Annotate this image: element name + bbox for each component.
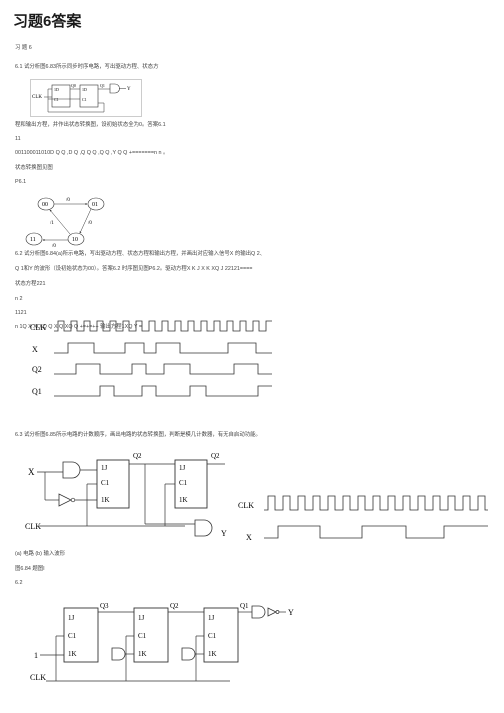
circuit-figure-6-84a: X CLK 1J C1 1K Q2 1J C1 1K Q2 Y — [25, 452, 227, 538]
clk-label: CLK — [238, 501, 254, 510]
q2-label: Q2 — [32, 365, 42, 374]
svg-text:C1: C1 — [179, 479, 188, 487]
figure-caption: (a) 电路 (b) 输入波形 — [15, 551, 66, 557]
page-title: 习题6答案 — [13, 13, 82, 30]
y-output-label: Y — [288, 608, 294, 617]
jk-flipflop-3 — [203, 607, 239, 663]
q2-output-label: Q2 — [211, 452, 220, 460]
question-6-1-cont: 程和输出方程，并作出状态转换图，设初始状态全为0。答案6.1 — [15, 122, 166, 128]
svg-text:C1: C1 — [82, 97, 87, 102]
clk-label: CLK — [32, 95, 42, 100]
q2-wave — [54, 363, 272, 375]
answer-number: 6.2 — [15, 580, 23, 586]
flipflop-2 — [79, 84, 99, 108]
clk-wave — [54, 320, 272, 332]
svg-text:11: 11 — [30, 237, 36, 243]
svg-text:1J: 1J — [208, 614, 215, 622]
question-6-1: 6.1 试分析图6.83所示同步时序电路，写出驱动方程、状态方 — [15, 64, 159, 70]
svg-text:1J: 1J — [179, 464, 186, 472]
y-output-label: Y — [221, 529, 227, 538]
svg-text:1K: 1K — [179, 496, 188, 504]
figure-ref-p6-1: P6.1 — [15, 179, 27, 185]
svg-text:10: 10 — [72, 237, 78, 243]
svg-text:1D: 1D — [82, 87, 87, 92]
answer-line: 11 — [15, 136, 21, 142]
equation-fragment: n 1Q X XQ Q Q X Q XQ Q +=+=++ 输出方程1XQ Y … — [15, 324, 142, 330]
svg-text:1D: 1D — [54, 87, 59, 92]
state-diagram-note: 状态转换图见图 — [15, 165, 53, 171]
and-gate-output — [194, 519, 213, 537]
state-11 — [25, 232, 43, 246]
jk-flipflop-1 — [63, 607, 99, 663]
q2-label: Q2 — [133, 452, 142, 460]
svg-text:1K: 1K — [101, 496, 110, 504]
section-heading: 习 题 6 — [15, 45, 32, 51]
inverter — [267, 607, 277, 617]
q0-label: Q0 — [71, 83, 76, 88]
state-01 — [87, 197, 105, 211]
circuit-figure-6-83: CLK 1D C1 1D C1 Q0 Q1 Y — [30, 79, 142, 117]
output-y-label: Y — [127, 87, 131, 92]
q3-label: Q3 — [100, 602, 109, 610]
and-gate-1 — [111, 647, 126, 661]
svg-text:C1: C1 — [138, 632, 147, 640]
clk-input-label: CLK — [30, 673, 46, 682]
svg-text:1K: 1K — [208, 650, 217, 658]
svg-text:1J: 1J — [101, 464, 108, 472]
answer-equation: 001100011010D Q Q ,D Q ,Q Q Q ,Q Q ,Y Q … — [15, 150, 169, 156]
flipflop-1 — [51, 84, 71, 108]
and-gate — [109, 83, 120, 94]
svg-text:00: 00 — [42, 202, 48, 208]
question-6-2-answer: Q 1和Y 的波形（设初始状态为00）。答案6.2 时序图见图P6.2。驱动方程… — [15, 266, 253, 272]
edge-label: /0 — [88, 221, 92, 226]
svg-text:01: 01 — [92, 202, 98, 208]
svg-text:1K: 1K — [138, 650, 147, 658]
q1-label: Q1 — [240, 602, 249, 610]
and-gate-2 — [181, 647, 196, 661]
x-wave — [54, 342, 272, 354]
state-diagram: 00 01 11 10 /0 /0 /1 /0 — [25, 197, 105, 247]
q1-label: Q1 — [32, 387, 42, 396]
svg-text:1J: 1J — [138, 614, 145, 622]
input-one-label: 1 — [34, 651, 38, 660]
svg-text:C1: C1 — [208, 632, 217, 640]
inverter — [58, 493, 72, 507]
x-input-label: X — [28, 467, 35, 477]
question-6-2: 6.2 试分析图6.84(a)所示电路，写出驱动方程、状态方程和输出方程，并画出… — [15, 251, 266, 257]
jk-flipflop-2 — [133, 607, 169, 663]
clk-wave — [264, 495, 488, 511]
question-6-3: 6.3 试分析图6.85所示电路的计数顺序，画出电路的状态转换图，判断是模几计数… — [15, 432, 261, 438]
svg-text:1J: 1J — [68, 614, 75, 622]
svg-text:C1: C1 — [68, 632, 77, 640]
equation-fragment: n 2 — [15, 296, 23, 302]
edge-label: /0 — [66, 198, 70, 203]
input-waveform-6-84b: CLK X — [238, 495, 488, 542]
svg-text:1K: 1K — [68, 650, 77, 658]
and-gate-3 — [251, 605, 266, 619]
q2-label: Q2 — [170, 602, 179, 610]
state-equation-label: 状态方程221 — [15, 281, 46, 287]
circuit-figure-6-85: 1 CLK 1J C1 1K Q3 1J C1 1K Q2 1J C1 1K Q… — [30, 602, 294, 682]
edge-label: /1 — [50, 221, 54, 226]
q1-label: Q1 — [100, 83, 105, 88]
x-label: X — [32, 345, 38, 354]
svg-text:C1: C1 — [54, 97, 59, 102]
clk-input-label: CLK — [25, 522, 41, 531]
state-10 — [67, 232, 85, 246]
edge-label: /0 — [52, 244, 56, 247]
x-wave — [264, 525, 488, 539]
svg-text:C1: C1 — [101, 479, 110, 487]
equation-fragment: 1121 — [15, 310, 27, 316]
figure-caption: 图6.84 题图I — [15, 566, 45, 572]
clk-label: CLK — [30, 323, 46, 332]
timing-diagram-p6-2: CLK X Q2 Q1 — [30, 320, 272, 397]
x-label: X — [246, 533, 252, 542]
q1-wave — [54, 385, 272, 397]
and-gate-input — [62, 461, 81, 479]
